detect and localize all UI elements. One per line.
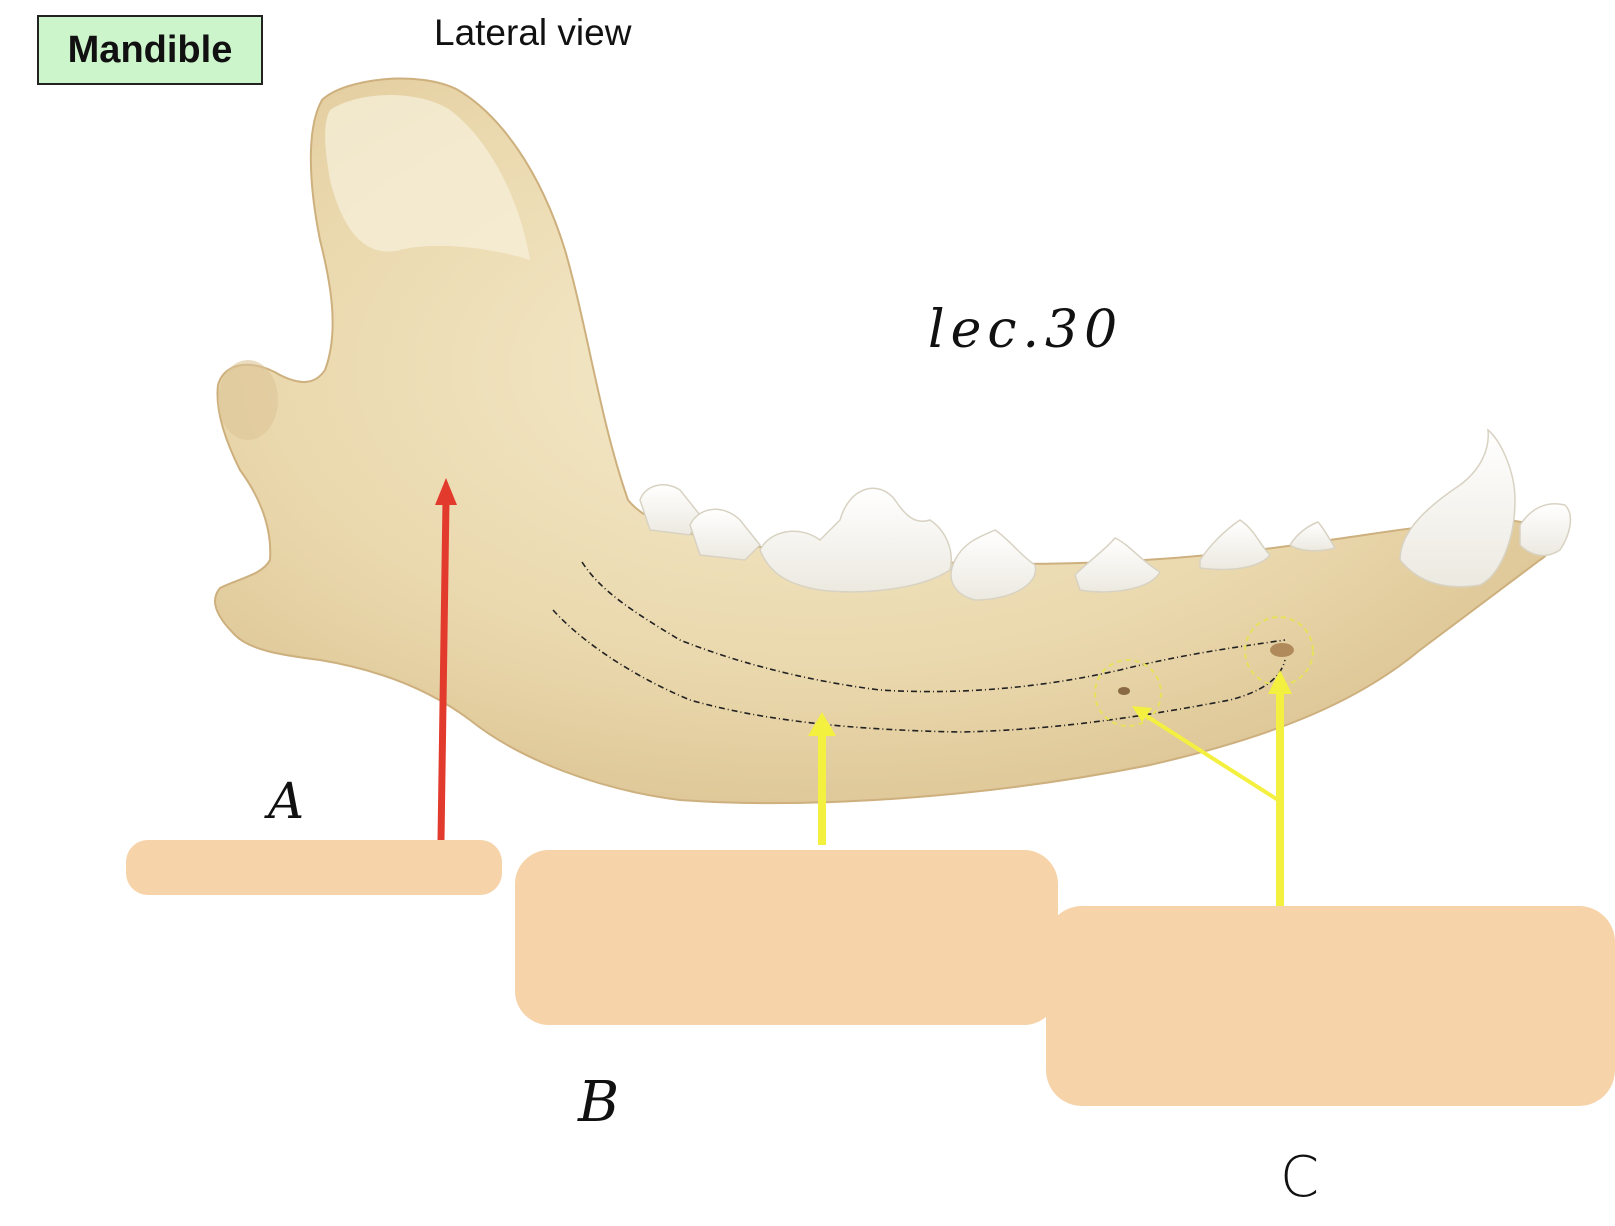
handwritten-note: lec.30 [928, 300, 1124, 360]
molar-2 [689, 508, 762, 561]
condyle-shadow [218, 360, 278, 440]
foramen-hole-rostral [1270, 643, 1294, 657]
premolar-4 [1288, 521, 1337, 552]
mental-foramen-rostral-circle [1244, 616, 1314, 686]
teeth [639, 428, 1572, 601]
answer-box-c[interactable] [1046, 906, 1615, 1106]
foramen-hole-caudal [1118, 687, 1130, 695]
canine [1399, 428, 1516, 588]
answer-box-b[interactable] [515, 850, 1058, 1025]
handwritten-label-b: B [578, 1070, 620, 1135]
yellow-up-arrow-icon [808, 712, 836, 845]
mental-foramen-caudal-circle [1094, 659, 1162, 727]
red-up-arrow-icon [435, 478, 457, 841]
mandible-bone [214, 77, 1554, 805]
premolar-1 [950, 529, 1037, 601]
molar-3 [759, 487, 952, 593]
handwritten-label-a: A [268, 772, 305, 830]
yellow-forked-arrow-icon [1132, 670, 1292, 908]
mandibular-canal-outline [552, 561, 1286, 733]
incisor [1519, 503, 1572, 557]
page-title: Mandible [37, 15, 263, 85]
premolar-2 [1074, 537, 1162, 593]
view-label: Lateral view [434, 12, 632, 53]
answer-box-a[interactable] [126, 840, 502, 895]
coronoid-process-highlight [325, 95, 530, 260]
premolar-3 [1199, 519, 1271, 571]
handwritten-label-c: C [1280, 1145, 1320, 1210]
